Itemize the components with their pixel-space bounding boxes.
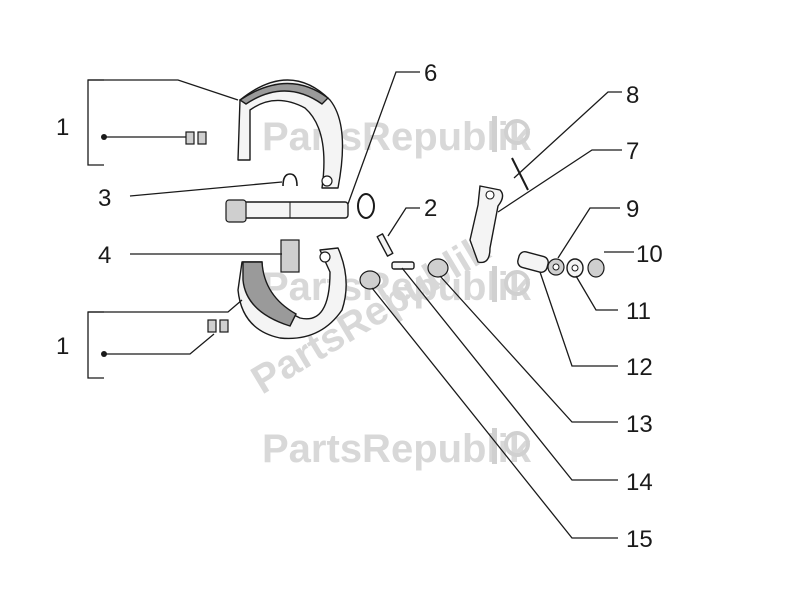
callout-3: 3 xyxy=(98,185,111,212)
washer-11 xyxy=(566,258,584,278)
brake-lever xyxy=(469,185,504,264)
callout-11: 11 xyxy=(626,298,651,325)
upper-shoe-rivets xyxy=(185,131,207,145)
callout-1-upper: 1 xyxy=(56,114,69,141)
return-spring xyxy=(280,239,300,273)
bushing-15 xyxy=(359,270,381,290)
watermark-bottom: PartsRepublik xyxy=(262,427,532,471)
lever-spring xyxy=(511,157,529,191)
split-pin xyxy=(376,233,394,257)
callout-12: 12 xyxy=(626,354,653,381)
spring-clip xyxy=(282,173,298,187)
svg-text:PartsRepublik: PartsRepublik xyxy=(262,115,532,159)
lower-brake-shoe xyxy=(237,247,347,340)
watermark-top: PartsRepublik xyxy=(262,115,532,159)
nut-10 xyxy=(587,258,605,278)
callout-2: 2 xyxy=(424,195,437,222)
bushing-13 xyxy=(427,258,449,278)
washer-9 xyxy=(547,258,565,276)
o-ring xyxy=(357,193,375,219)
callout-1-lower: 1 xyxy=(56,333,69,360)
callout-14: 14 xyxy=(626,469,653,496)
svg-text:PartsRepublik: PartsRepublik xyxy=(262,427,532,471)
watermark-middle: PartsRepublik xyxy=(262,265,532,309)
small-pin xyxy=(391,261,415,270)
callout-6: 6 xyxy=(424,60,437,87)
leader-lines xyxy=(87,71,634,539)
upper-brake-shoe xyxy=(237,79,344,189)
callout-13: 13 xyxy=(626,411,653,438)
cam-shaft xyxy=(225,199,349,223)
callout-7: 7 xyxy=(626,138,639,165)
callout-9: 9 xyxy=(626,196,639,223)
callout-8: 8 xyxy=(626,82,639,109)
callout-10: 10 xyxy=(636,241,663,268)
callout-15: 15 xyxy=(626,526,653,553)
lower-shoe-rivets xyxy=(207,319,229,333)
svg-text:PartsRepublik: PartsRepublik xyxy=(262,265,532,309)
callout-4: 4 xyxy=(98,242,111,269)
